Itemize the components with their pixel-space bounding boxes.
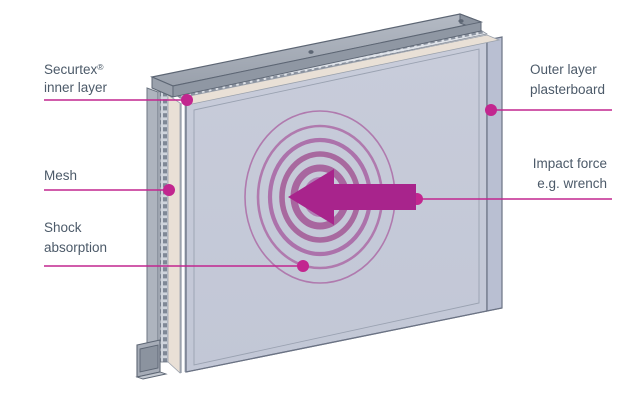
leader-dot-mesh [163,184,175,196]
securtex-inner-layer-strip [167,94,181,374]
mesh-layer-strip [159,91,169,363]
label-mesh: Mesh [44,168,77,183]
impact-force-arrow [288,169,416,225]
leader-dot-shock-absorption [297,260,309,272]
leader-dot-securtex-inner-layer [181,94,193,106]
label-securtex-inner-layer-line2: inner layer [44,80,108,95]
label-outer-layer-plasterboard-line2: plasterboard [530,82,605,97]
label-impact-force: Impact force [533,156,607,171]
panel-right-edge [486,36,503,312]
label-outer-layer-plasterboard: Outer layer [530,62,597,77]
leader-lines [44,94,612,272]
top-rail [150,13,501,105]
label-texts: Securtex® inner layer Mesh Shock absorpt… [44,62,607,255]
panel-bottom-edge [185,307,503,373]
leader-dot-outer-layer-plasterboard [485,104,497,116]
label-impact-force-line2: e.g. wrench [537,176,607,191]
label-shock-absorption: Shock [44,220,82,235]
screw-icon [458,19,464,23]
bottom-rail [135,339,168,380]
arrow-left-icon [288,169,416,225]
label-securtex-inner-layer: Securtex® [44,62,104,77]
top-rail-underside [172,21,482,98]
label-shock-absorption-line2: absorption [44,240,107,255]
screw-icon [308,50,314,54]
